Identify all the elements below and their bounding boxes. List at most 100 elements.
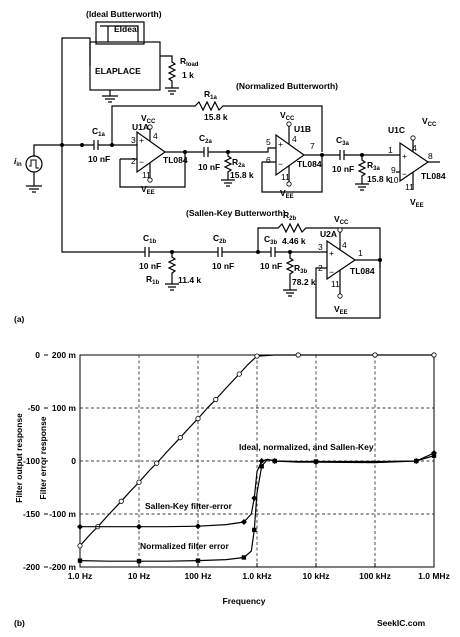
series-point — [195, 415, 201, 422]
r2b-value: 4.46 k — [282, 236, 306, 246]
label-sallen: (Sallen-Key Butterworth) — [186, 208, 286, 218]
junction — [320, 153, 324, 157]
pin-6: 6 — [266, 155, 271, 165]
ground-r1b — [165, 283, 179, 291]
pin-3: 3 — [131, 135, 136, 145]
pin-1: 1 — [358, 248, 363, 258]
series-point — [272, 458, 277, 464]
watermark: SeekIC.com — [377, 618, 426, 628]
wire-ideal-input — [61, 37, 91, 145]
u1b-opamp — [275, 133, 306, 177]
r1a-name: R1a — [204, 89, 217, 101]
series-point — [195, 558, 201, 563]
pin-4: 4 — [342, 240, 347, 250]
ground-elaplace — [102, 90, 118, 103]
part-a-label: (a) — [14, 314, 25, 324]
r2a-name: R2a — [232, 157, 245, 169]
y-left-tick-label: 0 — [35, 350, 40, 360]
elaplace-label: ELAPLACE — [95, 66, 141, 76]
y-right-tick-label: 0 — [71, 456, 76, 466]
x-tick-label: 10 Hz — [128, 571, 150, 581]
pin-4: 4 — [153, 131, 158, 141]
x-tick-label: 100 kHz — [359, 571, 391, 581]
series-point — [414, 458, 419, 464]
c2a-value: 10 nF — [198, 162, 220, 172]
u2a-feedback — [315, 260, 381, 319]
iin-label: iin — [14, 156, 22, 168]
series-point — [258, 458, 265, 464]
rload-name: Rload — [180, 56, 199, 68]
c1a-value: 10 nF — [88, 154, 110, 164]
u1a-pins — [132, 128, 185, 178]
c3b-value: 10 nF — [260, 261, 282, 271]
pin-11: 11 — [331, 279, 340, 289]
y-left-tick-label: -50 — [28, 403, 41, 413]
r3a-resistor — [357, 155, 367, 184]
y-right-tick-label: 200 m — [52, 350, 77, 360]
series-point — [136, 523, 142, 530]
x-tick-label: 10 kHz — [303, 571, 330, 581]
u1c-vcc: VCC — [422, 116, 437, 128]
y-left-tick-label: -150 — [23, 509, 40, 519]
junction — [110, 143, 114, 147]
u1b-minus: − — [278, 159, 283, 169]
y-right-tick-label: -100 m — [49, 509, 76, 519]
c3a-value: 10 nF — [332, 164, 354, 174]
annot-sallen: Sallen-Key filter-error — [145, 501, 233, 511]
pin-7: 7 — [310, 141, 315, 151]
r3a-value: 15.8 k — [367, 174, 391, 184]
u1a-opamp — [136, 130, 167, 174]
series-point — [313, 459, 319, 464]
u1b-vcc: VCC — [280, 110, 295, 122]
series-point — [295, 352, 301, 358]
junction — [378, 258, 382, 262]
series-point — [259, 464, 264, 469]
y-right-axis-label: Filter error response — [38, 416, 48, 499]
u2a-vee: VEE — [334, 304, 348, 316]
u2a-pins — [320, 232, 380, 294]
series-line — [80, 452, 435, 528]
u1a-minus: − — [139, 157, 144, 167]
series-point — [252, 527, 257, 533]
u2a-opamp — [326, 239, 357, 281]
ground-r3a — [355, 183, 369, 191]
u1c-pins — [396, 140, 440, 190]
vee-terminal — [286, 181, 292, 187]
label-ideal: (Ideal Butterworth) — [86, 9, 162, 19]
c1b-name: C1b — [143, 233, 156, 245]
x-tick-label: 1.0 MHz — [418, 571, 450, 581]
u1c-name: U1C — [388, 125, 405, 135]
series-point — [240, 518, 247, 525]
pin-11: 11 — [142, 170, 151, 180]
series-point — [241, 555, 247, 560]
u1a-vcc: VCC — [141, 113, 156, 125]
series-line — [79, 354, 434, 547]
u2a-vcc: VCC — [334, 214, 349, 226]
c1a-capacitor — [93, 140, 99, 150]
u1a-name: U1A — [132, 122, 149, 132]
series-point — [177, 435, 183, 441]
vcc-terminal — [337, 227, 343, 233]
rload-value: 1 k — [182, 70, 194, 80]
pin-11: 11 — [281, 172, 290, 182]
vcc-terminal — [147, 124, 153, 130]
u1a-model: TL084 — [163, 155, 188, 165]
series-point — [213, 396, 219, 403]
u1b-name: U1B — [294, 124, 311, 134]
pin-11: 11 — [405, 182, 414, 192]
u2a-plus: + — [329, 248, 334, 258]
series-point — [136, 558, 142, 564]
x-tick-label: 1.0 Hz — [68, 571, 93, 581]
r2a-value: 15.8 k — [230, 170, 254, 180]
u1c-vee: VEE — [410, 197, 424, 209]
series-line — [79, 455, 435, 562]
y-left-tick-label: -200 — [23, 562, 40, 572]
c3a-name: C3a — [336, 135, 349, 147]
eideal-label: EIdeal — [114, 24, 139, 34]
u1c-minus: − — [402, 169, 407, 179]
pin-9: 9 — [391, 165, 396, 175]
r3b-value: 78.2 k — [292, 277, 316, 287]
